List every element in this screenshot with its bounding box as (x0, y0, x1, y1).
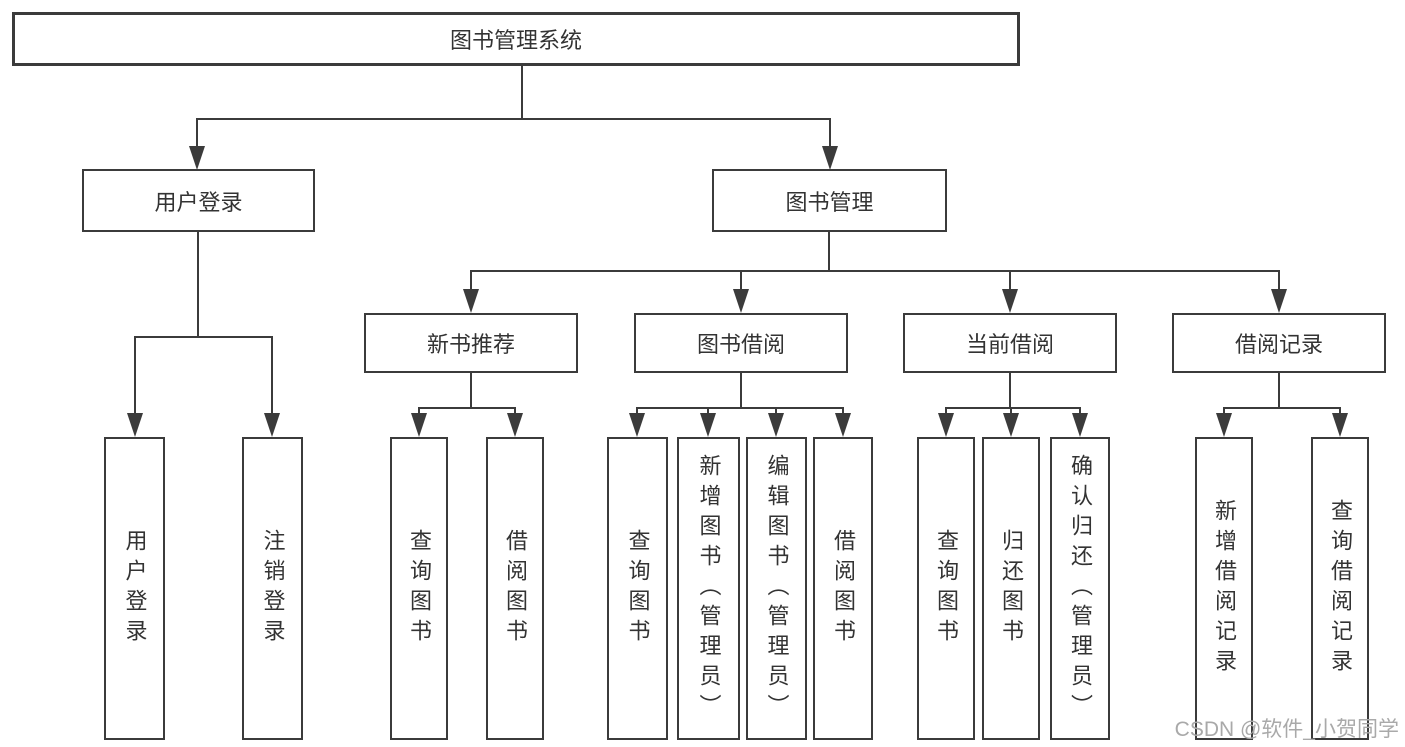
connector-cb-rail (945, 407, 1081, 409)
connector-root-stem (521, 66, 523, 118)
connector-bb-leaf0-stem (636, 407, 638, 413)
leaf-nb-query-books: 查询图书 (390, 437, 448, 740)
arrow-to-bb-leaf2 (768, 413, 784, 437)
connector-book-management-stem (829, 118, 831, 146)
leaf-bb-borrow-books: 借阅图书 (813, 437, 873, 740)
arrow-to-ul-leaf0 (127, 413, 143, 437)
connector-bb-leaf3-stem (842, 407, 844, 413)
node-new-book-recommend-label: 新书推荐 (426, 332, 515, 357)
leaf-nb-borrow-books: 借阅图书 (486, 437, 544, 740)
leaf-cb-query-books: 查询图书 (917, 437, 975, 740)
csdn-watermark: CSDN @软件_小贺同学 (1174, 718, 1399, 741)
node-root-label: 图书管理系统 (449, 28, 582, 53)
node-borrow-records: 借阅记录 (1172, 313, 1386, 373)
connector-br-down (1278, 373, 1280, 407)
leaf-logout: 注销登录 (242, 437, 303, 740)
connector-user-login-stem (196, 118, 198, 146)
arrow-to-current-borrow (1002, 289, 1018, 313)
node-current-borrow-label: 当前借阅 (965, 332, 1054, 357)
leaf-bb-edit-books-admin: 编辑图书（管理员） (746, 437, 807, 740)
connector-cb-leaf1-stem (1010, 407, 1012, 413)
connector-cb-down (1009, 373, 1011, 407)
connector-nb-rail (418, 407, 516, 409)
arrow-to-book-management (822, 146, 838, 170)
connector-level3-rail (470, 270, 1280, 272)
connector-ul-leaf0-stem (134, 336, 136, 413)
arrow-to-bb-leaf3 (835, 413, 851, 437)
node-book-borrow-label: 图书借阅 (696, 332, 785, 357)
connector-book-management-down (828, 232, 830, 270)
connector-br-leaf1-stem (1339, 407, 1341, 413)
leaf-user-login-label: 用户登录 (122, 528, 148, 649)
arrow-to-cb-leaf0 (938, 413, 954, 437)
arrow-to-nb-leaf0 (411, 413, 427, 437)
leaf-bb-borrow-books-label: 借阅图书 (831, 528, 856, 649)
connector-current-borrow-stem (1009, 270, 1011, 289)
leaf-nb-query-books-label: 查询图书 (407, 528, 432, 649)
arrow-to-new-book (463, 289, 479, 313)
leaf-bb-query-books: 查询图书 (607, 437, 668, 740)
leaf-nb-borrow-books-label: 借阅图书 (503, 528, 528, 649)
arrow-to-borrow-records (1271, 289, 1287, 313)
leaf-bb-add-books-admin-label: 新增图书（管理员） (696, 453, 722, 724)
connector-br-leaf0-stem (1223, 407, 1225, 413)
arrow-to-bb-leaf0 (629, 413, 645, 437)
connector-bb-leaf1-stem (707, 407, 709, 413)
leaf-cb-confirm-return-admin: 确认归还（管理员） (1050, 437, 1110, 740)
arrow-to-ul-leaf1 (264, 413, 280, 437)
connector-nb-leaf1-stem (514, 407, 516, 413)
node-user-login-label: 用户登录 (154, 189, 243, 215)
node-book-management-label: 图书管理 (785, 189, 874, 215)
connector-nb-down (470, 373, 472, 407)
connector-new-book-stem (470, 270, 472, 289)
node-book-borrow: 图书借阅 (634, 313, 848, 373)
connector-bb-leaf2-stem (775, 407, 777, 413)
connector-nb-leaf0-stem (418, 407, 420, 413)
leaf-br-query-record: 查询借阅记录 (1311, 437, 1369, 740)
arrow-to-br-leaf0 (1216, 413, 1232, 437)
node-user-login: 用户登录 (82, 169, 315, 232)
node-root: 图书管理系统 (12, 12, 1020, 66)
leaf-logout-label: 注销登录 (260, 528, 286, 649)
node-borrow-records-label: 借阅记录 (1234, 332, 1323, 357)
connector-level2-rail (196, 118, 831, 120)
leaf-bb-edit-books-admin-label: 编辑图书（管理员） (764, 453, 790, 724)
leaf-br-add-record-label: 新增借阅记录 (1212, 498, 1237, 679)
arrow-to-cb-leaf2 (1072, 413, 1088, 437)
connector-bb-down (740, 373, 742, 407)
node-new-book-recommend: 新书推荐 (364, 313, 578, 373)
leaf-cb-return-books-label: 归还图书 (999, 528, 1024, 649)
leaf-user-login: 用户登录 (104, 437, 165, 740)
leaf-bb-add-books-admin: 新增图书（管理员） (677, 437, 740, 740)
connector-br-rail (1223, 407, 1341, 409)
arrow-to-bb-leaf1 (700, 413, 716, 437)
leaf-br-query-record-label: 查询借阅记录 (1328, 498, 1353, 679)
arrow-to-user-login (189, 146, 205, 170)
arrow-to-br-leaf1 (1332, 413, 1348, 437)
connector-user-login-rail (134, 336, 273, 338)
connector-book-borrow-stem (740, 270, 742, 289)
connector-ul-leaf1-stem (271, 336, 273, 413)
connector-cb-leaf2-stem (1079, 407, 1081, 413)
connector-user-login-down (197, 232, 199, 336)
arrow-to-nb-leaf1 (507, 413, 523, 437)
connector-cb-leaf0-stem (945, 407, 947, 413)
leaf-cb-return-books: 归还图书 (982, 437, 1040, 740)
arrow-to-cb-leaf1 (1003, 413, 1019, 437)
leaf-cb-query-books-label: 查询图书 (934, 528, 959, 649)
node-current-borrow: 当前借阅 (903, 313, 1117, 373)
leaf-bb-query-books-label: 查询图书 (625, 528, 651, 649)
node-book-management: 图书管理 (712, 169, 947, 232)
connector-bb-rail (636, 407, 844, 409)
leaf-cb-confirm-return-admin-label: 确认归还（管理员） (1068, 453, 1093, 724)
connector-borrow-records-stem (1278, 270, 1280, 289)
arrow-to-book-borrow (733, 289, 749, 313)
leaf-br-add-record: 新增借阅记录 (1195, 437, 1253, 740)
